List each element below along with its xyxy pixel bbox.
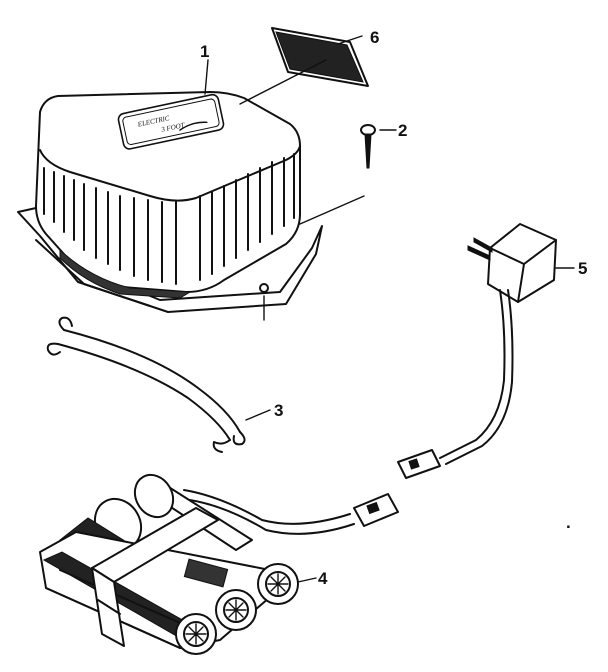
callout-5: 5 [578,259,587,278]
cell-end-3 [257,563,299,605]
screw [360,124,397,169]
label-decal [271,27,369,87]
mounting-hole [259,283,269,293]
hook-strap [46,316,271,453]
motor-housing-cover: ELECTRIC 3 FOOT [17,59,365,321]
leader-line-6 [337,35,363,45]
leader-line-3 [245,409,271,421]
callout-3: 3 [274,401,283,420]
cell-end-1 [175,613,217,655]
cell-end-2 [215,589,257,631]
wall-adapter [397,223,575,479]
callout-4: 4 [318,569,328,588]
leader-line-1 [204,59,209,95]
leader-line-4 [297,577,317,583]
brand-logo: ELECTRIC 3 FOOT [117,93,225,150]
callout-6: 6 [370,28,379,47]
callout-2: 2 [398,121,407,140]
callout-1: 1 [200,42,209,61]
battery-pack [39,473,399,655]
stray-dot: . [566,513,571,532]
